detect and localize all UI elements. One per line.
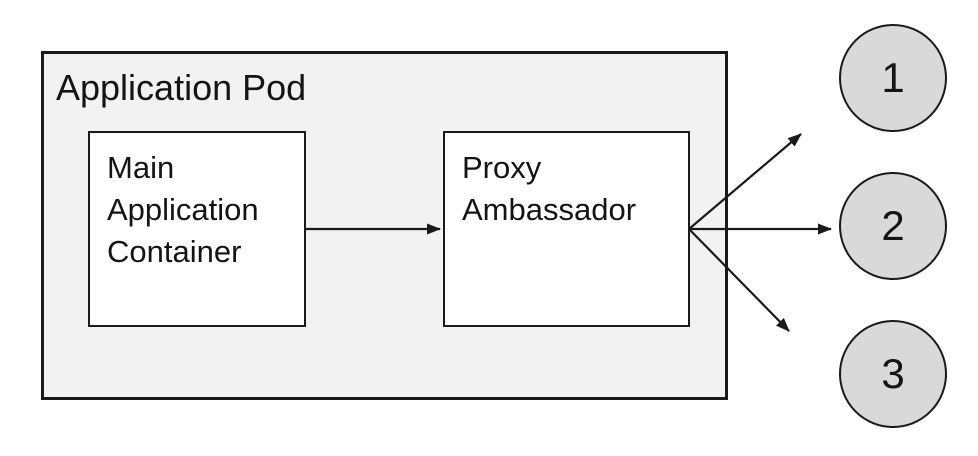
endpoint-1-label: 1 xyxy=(881,54,905,101)
endpoint-2-label: 2 xyxy=(881,202,905,249)
application-pod-label: Application Pod xyxy=(56,67,307,108)
endpoint-circle-1: 1 xyxy=(839,24,947,132)
endpoint-3-label: 3 xyxy=(881,350,905,397)
node-main-application-container-label: Main Application Container xyxy=(107,150,259,269)
endpoint-circle-3: 3 xyxy=(839,320,947,428)
node-main-application-container: Main Application Container xyxy=(88,131,306,327)
node-proxy-ambassador: Proxy Ambassador xyxy=(443,131,690,327)
endpoint-circle-2: 2 xyxy=(839,172,947,280)
node-proxy-ambassador-label: Proxy Ambassador xyxy=(462,150,637,227)
